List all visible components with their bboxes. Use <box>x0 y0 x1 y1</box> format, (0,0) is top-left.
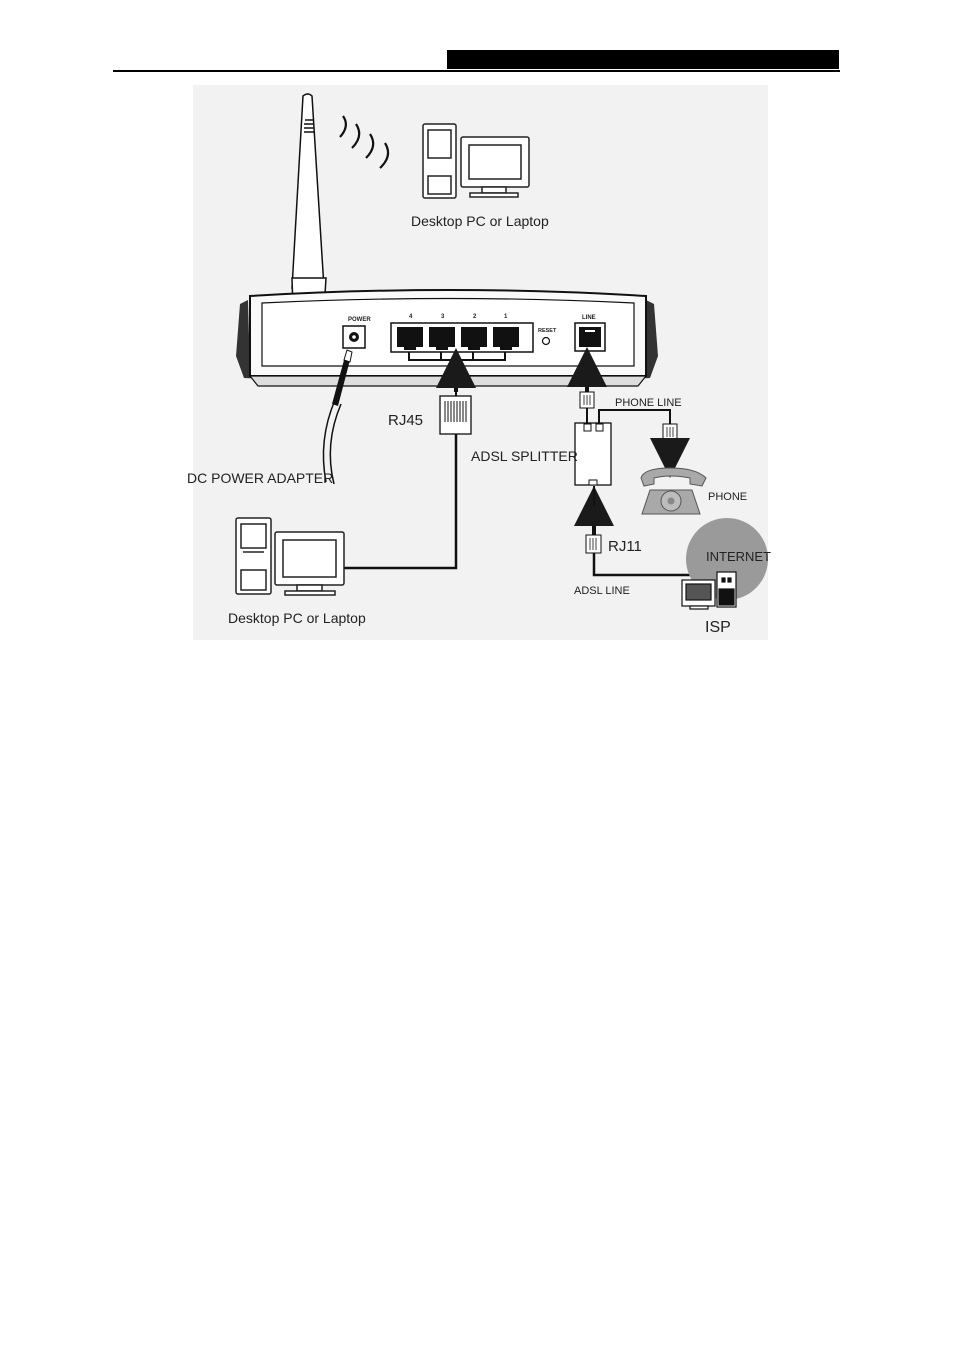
reset-button-icon <box>543 338 550 345</box>
phone-line-label: PHONE LINE <box>615 397 682 409</box>
phone-label: PHONE <box>708 491 747 503</box>
rj45-plug-icon <box>440 396 471 434</box>
reset-label: RESET <box>538 328 557 334</box>
adsl-line-label: ADSL LINE <box>574 585 630 597</box>
rj11-label: RJ11 <box>608 538 642 555</box>
dc-power-adapter-label: DC POWER ADAPTER <box>187 470 333 486</box>
lan-port-3 <box>429 327 455 350</box>
bottom-pc-label: Desktop PC or Laptop <box>228 610 366 626</box>
lan-port-4 <box>397 327 423 350</box>
line-port <box>575 323 605 351</box>
top-pc-label: Desktop PC or Laptop <box>411 213 549 229</box>
line-port-label: LINE <box>582 315 596 321</box>
rj11-plug-phone-icon <box>663 424 677 440</box>
power-port-label: POWER <box>348 317 371 323</box>
adsl-splitter-label: ADSL SPLITTER <box>471 448 578 464</box>
isp-label: ISP <box>705 619 731 636</box>
rj11-plug-adsl-icon <box>586 535 601 553</box>
power-jack-icon <box>343 326 365 348</box>
rj45-label: RJ45 <box>388 412 423 429</box>
lan-port-2 <box>461 327 487 350</box>
lan-port-1 <box>493 327 519 350</box>
adsl-splitter-icon <box>575 423 611 485</box>
rj11-plug-top-icon <box>580 392 594 408</box>
internet-label: INTERNET <box>706 549 771 564</box>
